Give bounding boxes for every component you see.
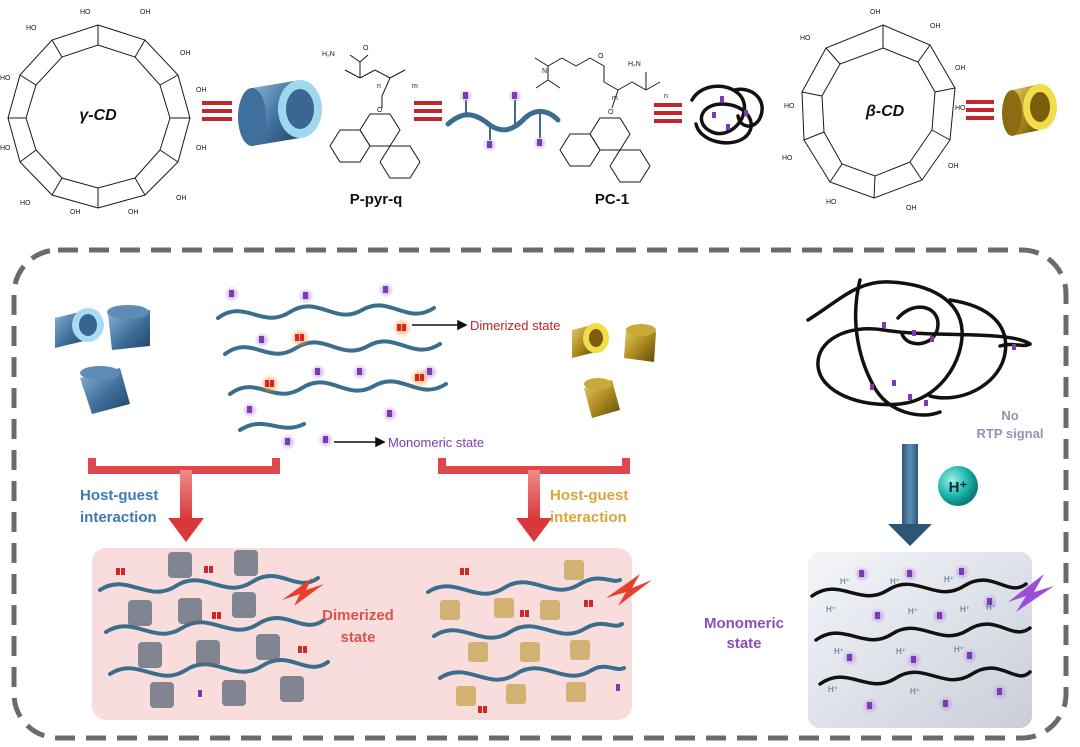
svg-text:H⁺: H⁺: [954, 645, 964, 654]
svg-text:OH: OH: [196, 145, 207, 152]
network-dimers: [260, 318, 430, 394]
host-guest-bracket-left: [88, 458, 280, 542]
svg-text:HO: HO: [0, 75, 11, 82]
gamma-cd-ring-icon: [238, 80, 322, 146]
pc1-coil: [806, 278, 1032, 417]
protonation-arrow: [888, 444, 932, 546]
gamma-cd-structure: HO OH OH OH OH OH OH OH HO HO HO HO: [0, 9, 207, 216]
beta-cd-complex-network: [426, 560, 626, 713]
protonated-chains: [810, 578, 1032, 686]
polymer-chain-icon: [445, 89, 561, 152]
svg-text:OH: OH: [180, 50, 191, 57]
monomeric-result-line2: state: [726, 635, 761, 652]
svg-text:n: n: [664, 93, 668, 100]
no-rtp-line1: No: [1001, 408, 1018, 423]
svg-text:OH: OH: [870, 9, 881, 16]
host-guest-bracket-right: [438, 458, 630, 542]
svg-text:H⁺: H⁺: [828, 685, 838, 694]
network-pyrenes: [224, 282, 438, 450]
svg-text:HO: HO: [800, 35, 811, 42]
svg-text:OH: OH: [955, 65, 966, 72]
equivalence-sign-1: [202, 101, 232, 121]
dimerized-state-callout: Dimerized state: [470, 318, 560, 333]
monomeric-state-callout: Monomeric state: [388, 435, 484, 450]
svg-text:HO: HO: [826, 199, 837, 206]
proton-label: H⁺: [949, 479, 968, 496]
svg-text:H⁺: H⁺: [890, 577, 900, 586]
gamma-cd-cylinders: [55, 305, 150, 414]
beta-cd-ring-icon: [1002, 84, 1057, 136]
svg-text:N: N: [542, 68, 547, 75]
svg-text:HO: HO: [782, 155, 793, 162]
protonated-h-labels: H⁺ H⁺ H⁺ H⁺ H⁺ H⁺ H⁺ H⁺ H⁺ H⁺ H⁺ H⁺: [826, 575, 996, 696]
lightning-icon-3: [1008, 574, 1054, 612]
svg-text:HO: HO: [955, 105, 966, 112]
mechanism-panel-frame: [11, 247, 1069, 741]
svg-text:n: n: [377, 83, 381, 90]
lightning-icon: [282, 578, 324, 606]
host-guest-left-line1: Host-guest: [80, 487, 158, 504]
equivalence-sign-2: [414, 101, 442, 121]
coiled-polymer-icon: [690, 84, 764, 145]
svg-text:m: m: [612, 95, 618, 102]
svg-text:OH: OH: [196, 87, 207, 94]
host-guest-right-line2: interaction: [550, 509, 627, 526]
monomeric-result-line1: Monomeric: [704, 615, 784, 632]
beta-cd-cylinders: [572, 323, 656, 418]
svg-text:HO: HO: [80, 9, 91, 16]
svg-text:H⁺: H⁺: [908, 607, 918, 616]
svg-text:O: O: [598, 53, 604, 60]
svg-text:O: O: [363, 45, 369, 52]
svg-text:OH: OH: [176, 195, 187, 202]
host-guest-left-line2: interaction: [80, 509, 157, 526]
pc1-structure: N O H₂N O m n: [534, 53, 668, 183]
proton-ball-icon: [938, 466, 978, 506]
lightning-icon-2: [606, 574, 652, 606]
svg-text:OH: OH: [930, 23, 941, 30]
svg-text:H₂N: H₂N: [628, 61, 641, 68]
svg-text:H⁺: H⁺: [944, 575, 954, 584]
pc1-coil-pyrenes: [870, 322, 1016, 406]
beta-cd-structure: OH OH OH HO OH OH HO HO HO HO: [782, 9, 966, 212]
svg-text:OH: OH: [948, 163, 959, 170]
coiled-polymer-pyrenes: [712, 96, 748, 130]
svg-text:H⁺: H⁺: [826, 605, 836, 614]
svg-text:HO: HO: [0, 145, 11, 152]
equivalence-sign-4: [966, 100, 994, 120]
svg-text:H⁺: H⁺: [896, 647, 906, 656]
gamma-cd-complex-network: [98, 550, 330, 708]
svg-text:OH: OH: [70, 209, 81, 216]
svg-text:H⁺: H⁺: [840, 577, 850, 586]
host-guest-right-line1: Host-guest: [550, 487, 628, 504]
svg-text:HO: HO: [26, 25, 37, 32]
equivalence-sign-3: [654, 103, 682, 123]
svg-text:O: O: [377, 107, 383, 114]
svg-text:H⁺: H⁺: [960, 605, 970, 614]
no-rtp-line2: RTP signal: [977, 426, 1044, 441]
ppyrq-structure: H₂N O O n m: [322, 45, 421, 179]
svg-text:OH: OH: [128, 209, 139, 216]
svg-text:H⁺: H⁺: [986, 603, 996, 612]
ppyrq-label: P-pyr-q: [350, 191, 403, 208]
svg-text:HO: HO: [784, 103, 795, 110]
svg-text:H₂N: H₂N: [322, 51, 335, 58]
svg-text:O: O: [608, 109, 614, 116]
state-pointer-arrows: [334, 319, 468, 448]
svg-text:H⁺: H⁺: [834, 647, 844, 656]
svg-text:OH: OH: [906, 205, 917, 212]
svg-text:HO: HO: [20, 200, 31, 207]
dimerized-result-line2: state: [340, 629, 375, 646]
svg-text:OH: OH: [140, 9, 151, 16]
beta-cd-label: β-CD: [865, 103, 905, 120]
pc1-label: PC-1: [595, 191, 629, 208]
svg-text:H⁺: H⁺: [910, 687, 920, 696]
protonated-pyrenes: [842, 564, 1008, 714]
svg-text:m: m: [412, 83, 418, 90]
dimerized-result-line1: Dimerized: [322, 607, 394, 624]
gamma-cd-label: γ-CD: [79, 107, 117, 124]
